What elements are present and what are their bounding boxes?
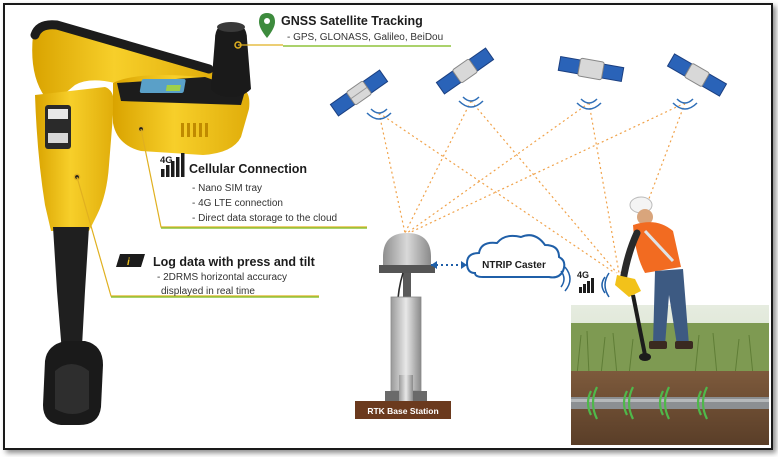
diagram-canvas: GNSS Satellite Tracking - GPS, GLONASS, …: [30, 13, 769, 445]
ntrip-caster-cloud: NTRIP Caster: [465, 234, 566, 279]
field-signal-waves: [601, 272, 610, 298]
cellular-item-1: - Nano SIM tray: [192, 183, 262, 194]
ntrip-caster-label: NTRIP Caster: [482, 260, 546, 271]
field-4g-badge: 4G: [577, 270, 610, 298]
gnss-item: - GPS, GLONASS, Galileo, BeiDou: [287, 32, 443, 43]
locator-device: [30, 20, 251, 425]
rtk-base-station: RTK Base Station: [355, 233, 451, 419]
jeans: [653, 269, 689, 345]
log-title: Log data with press and tilt: [153, 255, 316, 269]
caster-signal-waves: [560, 266, 571, 292]
log-callout: i Log data with press and tilt - 2DRMS h…: [73, 173, 319, 298]
gnss-antenna: [211, 23, 251, 97]
cellular-title: Cellular Connection: [189, 162, 307, 176]
underground-pipe: [571, 397, 769, 409]
field-badge-label: 4G: [577, 270, 589, 280]
base-station-label-bg: [355, 401, 451, 419]
cellular-item-2: - 4G LTE connection: [192, 198, 283, 209]
base-station-label: RTK Base Station: [367, 406, 438, 416]
satellite-icon: [435, 47, 495, 95]
gnss-title: GNSS Satellite Tracking: [281, 14, 423, 28]
satellite-icon: [557, 55, 625, 83]
base-caster-link: [431, 261, 467, 269]
cellular-item-3: - Direct data storage to the cloud: [192, 213, 337, 224]
field-signal-bars-icon: [579, 278, 594, 293]
log-item-2: displayed in real time: [161, 286, 255, 297]
log-item-1: - 2DRMS horizontal accuracy: [157, 272, 287, 283]
safety-vest: [633, 222, 681, 273]
surveyor-figure: [615, 196, 693, 361]
gnss-callout: GNSS Satellite Tracking - GPS, GLONASS, …: [234, 13, 451, 49]
info-icon: [116, 254, 145, 267]
log-badge: i: [127, 257, 130, 268]
base-antenna-dome: [383, 233, 431, 267]
field-scene: [571, 305, 769, 445]
satellite-signal-waves: [366, 96, 698, 120]
pipe-signal-rings: [586, 386, 708, 420]
cellular-badge: 4G: [160, 155, 173, 166]
diagram-frame: GNSS Satellite Tracking - GPS, GLONASS, …: [3, 3, 773, 450]
signal-bars-icon: [161, 153, 185, 177]
satellite-icon: [329, 69, 389, 117]
cellular-callout: 4G Cellular Connection - Nano SIM tray -…: [137, 125, 367, 229]
satellite-icon: [666, 53, 728, 97]
location-pin-icon: [259, 13, 275, 38]
